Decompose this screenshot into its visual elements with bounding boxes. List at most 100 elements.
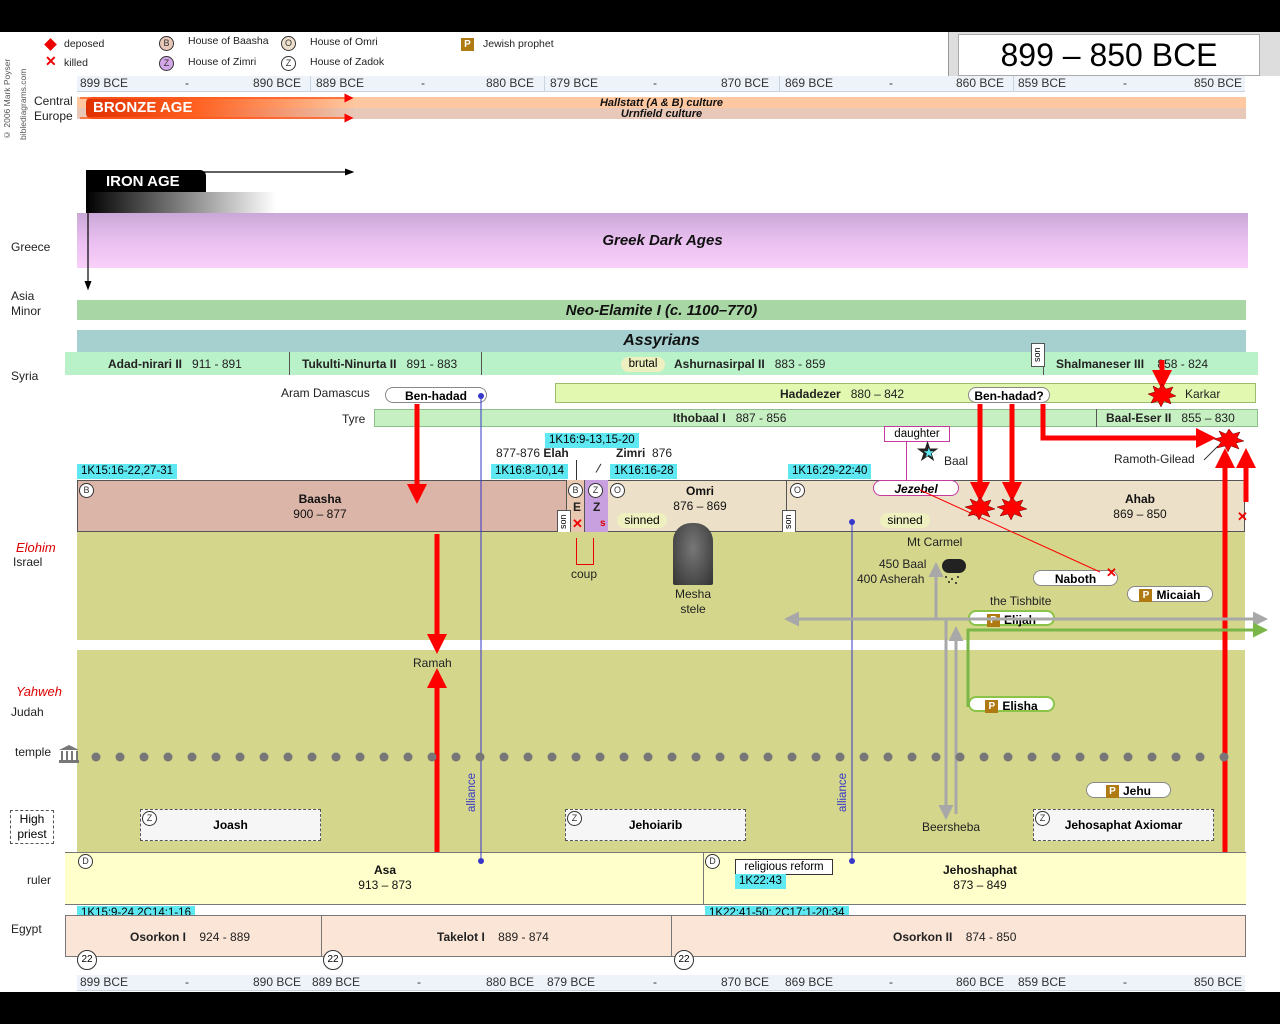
house-david-marker: D <box>78 854 93 869</box>
elah-e: E <box>573 500 582 514</box>
killed-icon: ✕ <box>572 516 583 531</box>
tick: - <box>653 76 657 90</box>
sinned-tag: sinned <box>617 513 667 528</box>
tick: 860 BCE <box>956 76 1005 90</box>
asherah-400-label: 400 Asherah <box>857 572 925 586</box>
tick: - <box>889 76 893 90</box>
tyre-band <box>374 409 1258 427</box>
row-judah: Judah <box>11 705 44 719</box>
tishbite-label: the Tishbite <box>990 594 1052 608</box>
tick: 889 BCE <box>316 76 365 90</box>
naboth-pill: Naboth <box>1033 570 1118 586</box>
house-omri-marker: O <box>610 483 625 498</box>
tick: 859 BCE <box>1018 975 1067 989</box>
egypt-band <box>65 915 1246 957</box>
pharaoh-takelot-i: Takelot I 889 - 874 <box>437 930 549 944</box>
tick: 869 BCE <box>785 76 834 90</box>
tick: 859 BCE <box>1018 76 1067 90</box>
ref-1k22-43[interactable]: 1K22:43 <box>735 874 786 889</box>
row-temple: temple <box>15 745 52 759</box>
priest-jehosaphat-axiomar: Jehosaphat Axiomar <box>1033 809 1214 841</box>
tick: - <box>417 975 421 989</box>
greek-dark-ages-band: Greek Dark Ages <box>77 213 1248 268</box>
tick: 869 BCE <box>785 975 834 989</box>
house-zimri-marker: Z <box>588 483 603 498</box>
tick: 860 BCE <box>956 975 1005 989</box>
legend-baasha: House of Baasha <box>188 35 269 47</box>
row-central-europe: Central Europe <box>34 94 73 123</box>
baal-star-icon: ★ <box>915 436 941 467</box>
ref-1k16-29[interactable]: 1K16:29-22:40 <box>788 464 872 479</box>
tick: 899 BCE <box>80 975 129 989</box>
row-asia-minor: Asia Minor <box>11 289 42 318</box>
ref-1k16-8[interactable]: 1K16:8-10,14 <box>491 464 569 479</box>
ramoth-gilead-label: Ramoth-Gilead <box>1114 452 1195 466</box>
zimri-title: Zimri 876 <box>616 446 673 460</box>
legend-omri: House of Omri <box>310 36 378 48</box>
jezebel-pill: Jezebel <box>873 480 959 496</box>
rain-cloud-icon <box>942 559 966 573</box>
house-david-marker: D <box>705 854 720 869</box>
tick: 889 BCE <box>312 975 361 989</box>
king-ashurnasirpal: Ashurnasirpal II 883 - 859 <box>674 357 826 371</box>
house-zadok-icon: Z <box>281 56 296 71</box>
ref-1k16-16[interactable]: 1K16:16-28 <box>610 464 678 479</box>
top-ruler: 899 BCE - 890 BCE 889 BCE - 880 BCE 879 … <box>77 76 1245 92</box>
house-omri-icon: O <box>281 36 296 51</box>
king-baal-eser: Baal-Eser II 855 – 830 <box>1106 411 1235 425</box>
king-hadadezer: Hadadezer 880 – 842 <box>780 387 905 401</box>
tick: 870 BCE <box>721 975 770 989</box>
page-title: 899 – 850 BCE <box>958 34 1260 76</box>
legend-zadok: House of Zadok <box>310 56 385 68</box>
row-ruler: ruler <box>27 873 52 887</box>
ref-1k16-9[interactable]: 1K16:9-13,15-20 <box>545 433 639 448</box>
king-shalmaneser: Shalmaneser III 858 - 824 <box>1056 357 1209 371</box>
house-zadok-marker: Z <box>567 811 582 826</box>
house-zadok-marker: Z <box>142 811 157 826</box>
king-adad-nirari: Adad-nirari II 911 - 891 <box>108 357 242 371</box>
baal-450-label: 450 Baal <box>879 557 927 571</box>
bottom-ruler: 899 BCE - 890 BCE 889 BCE - 880 BCE 879 … <box>77 975 1245 991</box>
killed-icon: ✕ <box>1237 509 1248 524</box>
neo-elamite-band: Neo-Elamite I (c. 1100–770) <box>77 300 1246 320</box>
row-aram: Aram Damascus <box>281 386 370 400</box>
tick: 880 BCE <box>486 76 535 90</box>
legend-prophet: Jewish prophet <box>483 38 554 50</box>
legend-deposed: deposed <box>64 38 105 50</box>
killed-icon: ✕ <box>1106 565 1117 580</box>
ben-hadad-2-pill: Ben-hadad? <box>968 387 1050 403</box>
row-elohim: Elohim <box>16 540 56 555</box>
temple-icon <box>57 744 81 764</box>
tick: 879 BCE <box>550 76 599 90</box>
tick: - <box>185 975 189 989</box>
house-baasha-marker: B <box>568 483 583 498</box>
tick: - <box>653 975 657 989</box>
karkar-label: Karkar <box>1185 387 1221 401</box>
tick: 879 BCE <box>547 975 596 989</box>
tick: - <box>889 975 893 989</box>
ben-hadad-pill: Ben-hadad <box>385 387 487 403</box>
zimri-z: Z <box>593 500 601 514</box>
pharaoh-osorkon-ii: Osorkon II 874 - 850 <box>893 930 1017 944</box>
row-israel: Israel <box>13 555 43 569</box>
tick: 870 BCE <box>721 76 770 90</box>
baal-label: Baal <box>944 454 969 468</box>
king-tukulti-ninurta: Tukulti-Ninurta II 891 - 883 <box>302 357 458 371</box>
iron-age-label: IRON AGE <box>106 173 180 190</box>
dynasty-22-marker: 22 <box>323 950 343 970</box>
tick: 850 BCE <box>1194 975 1243 989</box>
suicide-s: s <box>600 518 606 529</box>
ref-1k15[interactable]: 1K15:16-22,27-31 <box>77 464 178 479</box>
house-zimri-icon: Z <box>159 56 174 71</box>
tick: - <box>185 76 189 90</box>
brutal-tag: brutal <box>621 357 665 372</box>
row-egypt: Egypt <box>11 922 42 936</box>
row-greece: Greece <box>11 240 51 254</box>
house-baasha-icon: B <box>159 36 174 51</box>
king-ithobaal: Ithobaal I 887 - 856 <box>673 411 787 425</box>
legend-killed: killed <box>64 57 88 69</box>
tick: 899 BCE <box>80 76 129 90</box>
